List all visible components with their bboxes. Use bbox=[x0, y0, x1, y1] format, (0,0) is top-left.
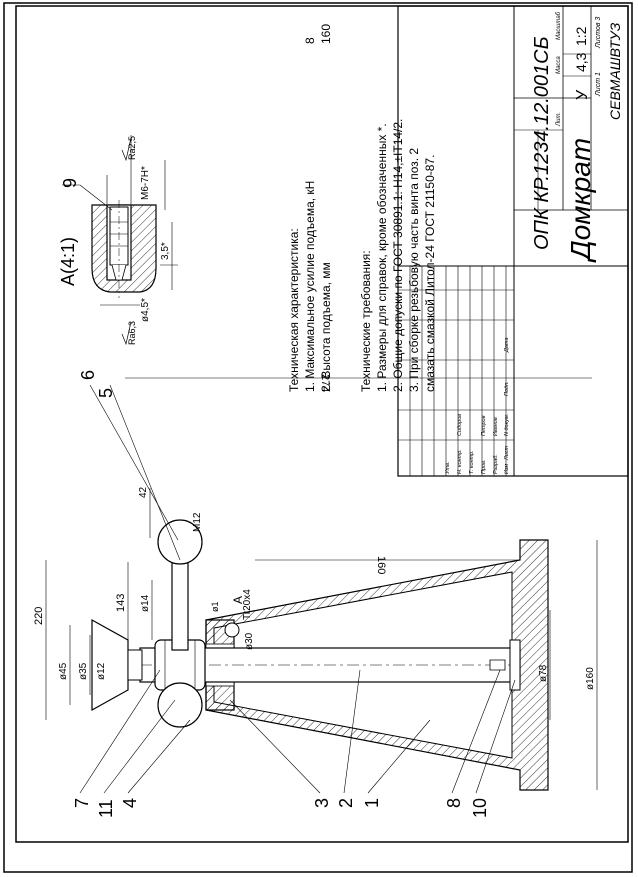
position-4: 4 bbox=[120, 798, 140, 808]
position-11: 11 bbox=[96, 799, 116, 818]
detail-rough-bottom: Ra6,3 bbox=[127, 321, 137, 345]
requirement-line-1: 1. Размеры для справок, кроме обозначенн… bbox=[375, 123, 389, 392]
organization-name: СЕВМАШВТУЗ bbox=[607, 22, 623, 120]
view-mark-a: A bbox=[231, 596, 245, 604]
rev-header-sign: Подп. bbox=[504, 381, 510, 396]
dim-42: 42 bbox=[138, 486, 149, 498]
requirement-line-3: 3. При сборке резьбовую часть винта поз.… bbox=[407, 148, 421, 392]
rev-header-izm: Изм bbox=[504, 464, 510, 474]
signature-name-4: Сидоров bbox=[457, 414, 463, 436]
rev-header-doc: N докум. bbox=[504, 414, 510, 436]
mass-value: 4,3 bbox=[573, 52, 589, 72]
position-5: 5 bbox=[96, 388, 116, 398]
position-1: 1 bbox=[362, 798, 382, 808]
spec-item-2: 2. Высота подъема, мм bbox=[319, 262, 333, 392]
sheet-frame bbox=[3, 2, 633, 873]
position-2: 2 bbox=[336, 798, 356, 808]
position-8: 8 bbox=[444, 798, 464, 808]
col-mass-label: Масса bbox=[556, 56, 562, 74]
sheets-total: Листов 3 bbox=[595, 17, 602, 49]
spec-value-2: 160 bbox=[319, 24, 333, 44]
dim-220: 220 bbox=[33, 607, 45, 625]
jack-assembly-view bbox=[45, 377, 598, 794]
document-code: ОПК КР.1234.12.001СБ bbox=[531, 36, 553, 250]
technical-requirements: Технические требования: 1. Размеры для с… bbox=[359, 119, 437, 392]
col-lit-label: Лит. bbox=[556, 112, 562, 127]
dim-m12: M12 bbox=[192, 512, 203, 532]
detail-dim-depth: 3,5* bbox=[160, 242, 171, 260]
dim-143: 143 bbox=[115, 594, 127, 612]
detail-view-title: A(4:1) bbox=[58, 237, 78, 286]
signature-role-1: Разраб. bbox=[493, 454, 499, 474]
spec-value-1: 8 bbox=[303, 37, 317, 44]
dim-d30: ø30 bbox=[244, 632, 255, 650]
dim-d45: ø45 bbox=[58, 662, 69, 680]
dim-274: 274 bbox=[319, 374, 331, 392]
position-6: 6 bbox=[78, 370, 98, 380]
detail-rough-top: Ra2,5 bbox=[127, 136, 137, 160]
support-cup bbox=[91, 618, 129, 712]
signature-role-4: Н. контр. bbox=[457, 449, 463, 474]
dim-d35: ø35 bbox=[78, 662, 89, 680]
requirement-line-2: 2. Общие допуски по ГОСТ 30891.1: H14,±I… bbox=[391, 119, 405, 392]
detail-dim-dia: ø4,5* bbox=[140, 298, 151, 322]
sheet-number: Лист 1 bbox=[595, 72, 602, 97]
title-block bbox=[397, 5, 629, 477]
scale-value: 1:2 bbox=[573, 26, 589, 46]
signature-name-2: Петров bbox=[481, 415, 487, 436]
position-3: 3 bbox=[312, 798, 332, 808]
handle-knob-top bbox=[157, 519, 203, 565]
signature-role-5: Утв. bbox=[445, 462, 451, 476]
detail-dim-thread: M6-7H* bbox=[140, 166, 151, 200]
col-scale-label: Масштаб bbox=[556, 11, 562, 40]
rev-header-date: Дата bbox=[504, 337, 510, 353]
technical-characteristics: Техническая характеристика: 1. Максималь… bbox=[287, 24, 333, 392]
detail-view-a bbox=[62, 135, 178, 346]
dim-d14: ø14 bbox=[140, 594, 151, 612]
dim-tr20x4: Tr20x4 bbox=[242, 589, 253, 620]
position-10: 10 bbox=[470, 798, 490, 818]
requirement-line-4: смазать смазкой Литол-24 ГОСТ 21150-87. bbox=[423, 155, 437, 392]
dim-d160: ø160 bbox=[585, 667, 596, 690]
litera-value: У bbox=[574, 89, 591, 100]
signature-role-2: Пров. bbox=[481, 459, 487, 474]
detail-position-9: 9 bbox=[60, 178, 80, 188]
rev-header-list: Лист bbox=[504, 445, 510, 461]
handle-knob-bottom bbox=[157, 682, 203, 728]
dim-d12: ø12 bbox=[96, 662, 107, 680]
main-view-labels: 220 143 ø14 42 M12 274 160 ø45 ø35 ø12 T… bbox=[33, 370, 596, 818]
title-block-texts: ОПК КР.1234.12.001СБ Домкрат СЕВМАШВТУЗ … bbox=[445, 11, 623, 475]
specs-heading: Техническая характеристика: bbox=[287, 228, 301, 392]
spec-item-1: 1. Максимальное усилие подъема, кН bbox=[303, 181, 317, 392]
signature-name-1: Иванов bbox=[493, 417, 499, 436]
dim-160-height: 160 bbox=[375, 556, 387, 574]
requirements-heading: Технические требования: bbox=[359, 250, 373, 392]
dim-d78: ø78 bbox=[538, 664, 549, 682]
position-7: 7 bbox=[72, 798, 92, 808]
drawing-title: Домкрат bbox=[565, 138, 596, 263]
dim-d1: ø1 bbox=[210, 601, 220, 612]
detail-view-labels: A(4:1) 9 3,5* ø4,5* M6-7H* Ra2,5 Ra6,3 bbox=[58, 136, 171, 345]
signature-role-3: Т. контр. bbox=[469, 450, 475, 474]
